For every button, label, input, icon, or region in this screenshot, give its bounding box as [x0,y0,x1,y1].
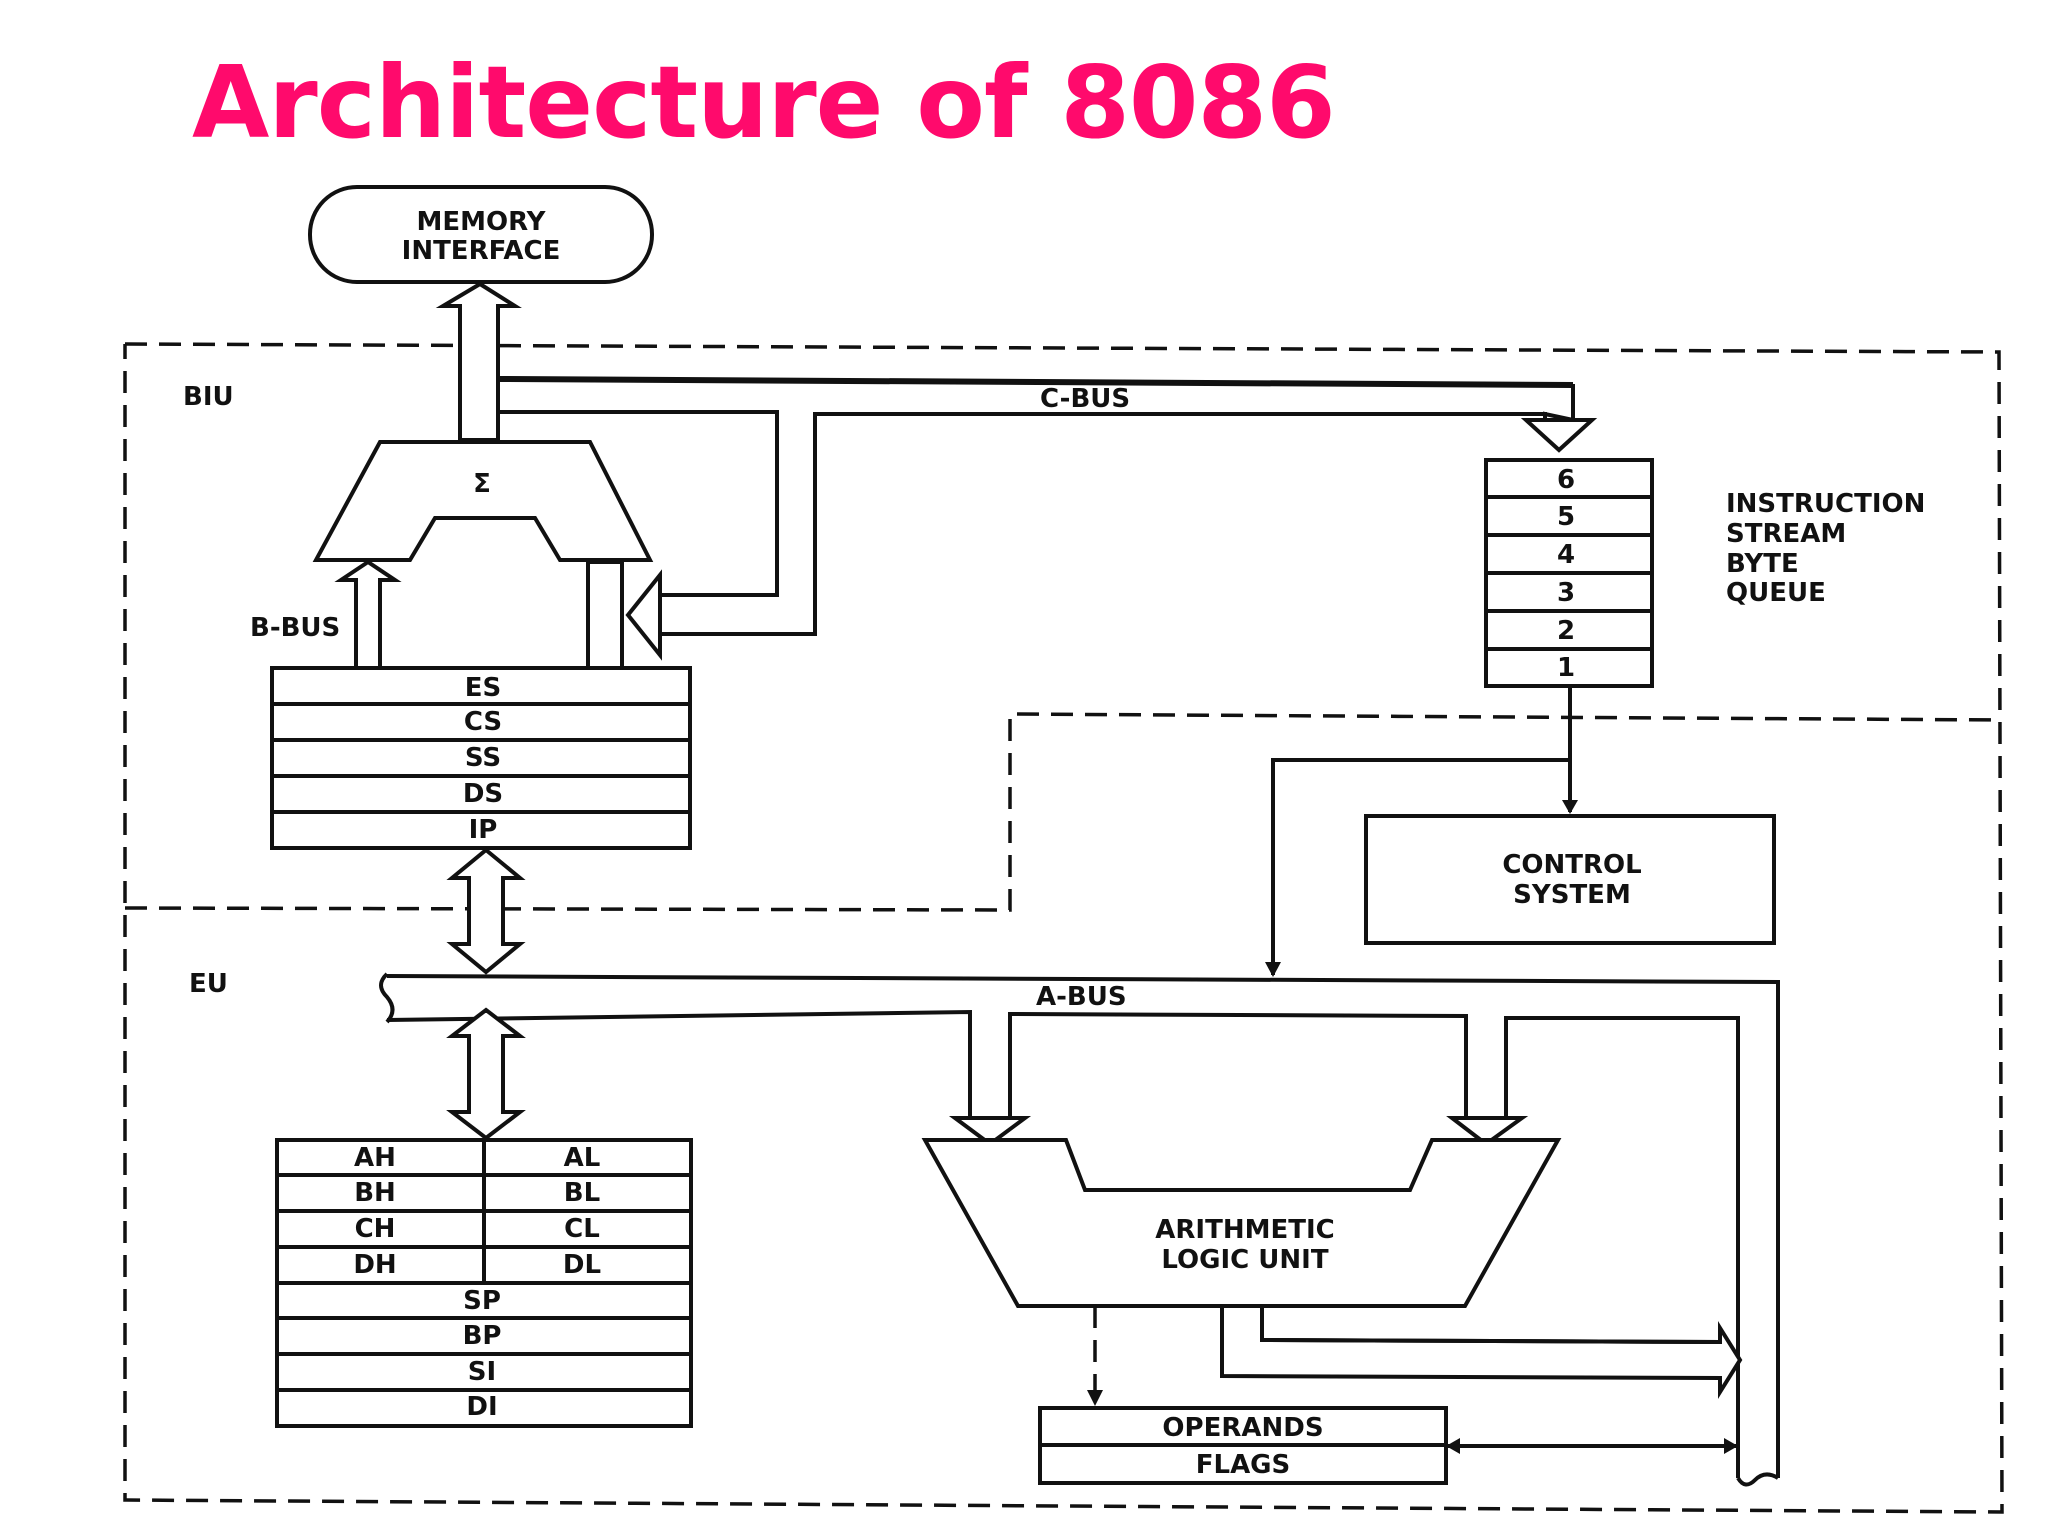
queue-byte-3: 3 [1557,578,1575,608]
sigma-label: Σ [473,469,491,499]
segment-to-adder-bus [586,560,624,670]
register-dl: DL [563,1250,601,1280]
register-ss: SS [465,743,501,773]
queue-label-line3: BYTE [1726,549,1799,579]
register-bl: BL [564,1178,600,1208]
c-bus-to-adder-arrow [625,569,662,661]
general-registers: AH AL BH BL CH CL DH DL SP BP SI DI [275,1138,693,1428]
biu-label: BIU [183,382,234,412]
eu-label: EU [189,969,228,999]
segment-registers: ES CS SS DS IP [270,666,692,850]
biu-to-abus-double-arrow [446,847,526,975]
register-cs: CS [464,707,502,737]
control-system-label-line1: CONTROL [1502,850,1641,880]
register-flags: FLAGS [1196,1450,1291,1480]
register-ch: CH [355,1214,396,1244]
queue-byte-1: 1 [1557,653,1575,683]
register-ds: DS [463,779,503,809]
a-bus-label: A-BUS [1036,982,1127,1012]
queue-byte-5: 5 [1557,502,1575,532]
memory-interface-label-line1: MEMORY [416,207,546,237]
register-di: DI [466,1392,497,1422]
outer-boundary [123,342,2004,1514]
register-ah: AH [354,1143,396,1173]
queue-label-line1: INSTRUCTION [1726,489,1925,519]
queue-label-line4: QUEUE [1726,578,1826,608]
abus-to-registers-double-arrow [446,1007,526,1141]
control-system: CONTROL SYSTEM [1364,814,1776,945]
queue-byte-6: 6 [1557,465,1575,495]
register-si: SI [468,1357,496,1387]
register-bp: BP [463,1321,502,1351]
register-ip: IP [469,815,498,845]
memory-bus-arrow [435,281,522,442]
a-bus: A-BUS [379,972,1780,1487]
instruction-queue: 6 5 4 3 2 1 [1484,458,1654,688]
operands-flags: OPERANDS FLAGS [1038,1406,1448,1485]
register-es: ES [465,673,502,703]
arithmetic-logic-unit: ARITHMETIC LOGIC UNIT [921,1138,1562,1308]
b-bus-label: B-BUS [250,613,340,643]
memory-interface: MEMORY INTERFACE [308,185,654,284]
register-cl: CL [564,1214,600,1244]
biu-eu-divider [124,712,2003,912]
c-bus-label: C-BUS [1040,384,1130,414]
abus-to-alu-right-arrow [1446,1116,1529,1147]
abus-to-alu-left-arrow [948,1116,1032,1147]
queue-byte-2: 2 [1557,616,1575,646]
register-sp: SP [463,1286,501,1316]
instruction-queue-label: INSTRUCTION STREAM BYTE QUEUE [1726,489,1925,608]
biu-eu-boundaries [123,342,2004,1514]
alu-label-line1: ARITHMETIC [1155,1215,1334,1245]
register-dh: DH [353,1250,396,1280]
memory-interface-label-line2: INTERFACE [402,236,561,266]
register-bh: BH [354,1178,396,1208]
queue-output-lines [1265,686,1578,977]
alu-output-arrow-1 [1220,1304,1743,1399]
c-bus: C-BUS [496,376,1598,636]
control-system-label-line2: SYSTEM [1513,880,1631,910]
queue-byte-4: 4 [1557,540,1575,570]
address-adder: Σ [312,440,654,562]
alu-label-line2: LOGIC UNIT [1161,1245,1328,1275]
queue-label-line2: STREAM [1726,519,1846,549]
register-al: AL [564,1143,601,1173]
page-title: Architecture of 8086 [192,44,1336,161]
b-bus-arrow [334,559,402,670]
register-operands: OPERANDS [1162,1413,1323,1443]
